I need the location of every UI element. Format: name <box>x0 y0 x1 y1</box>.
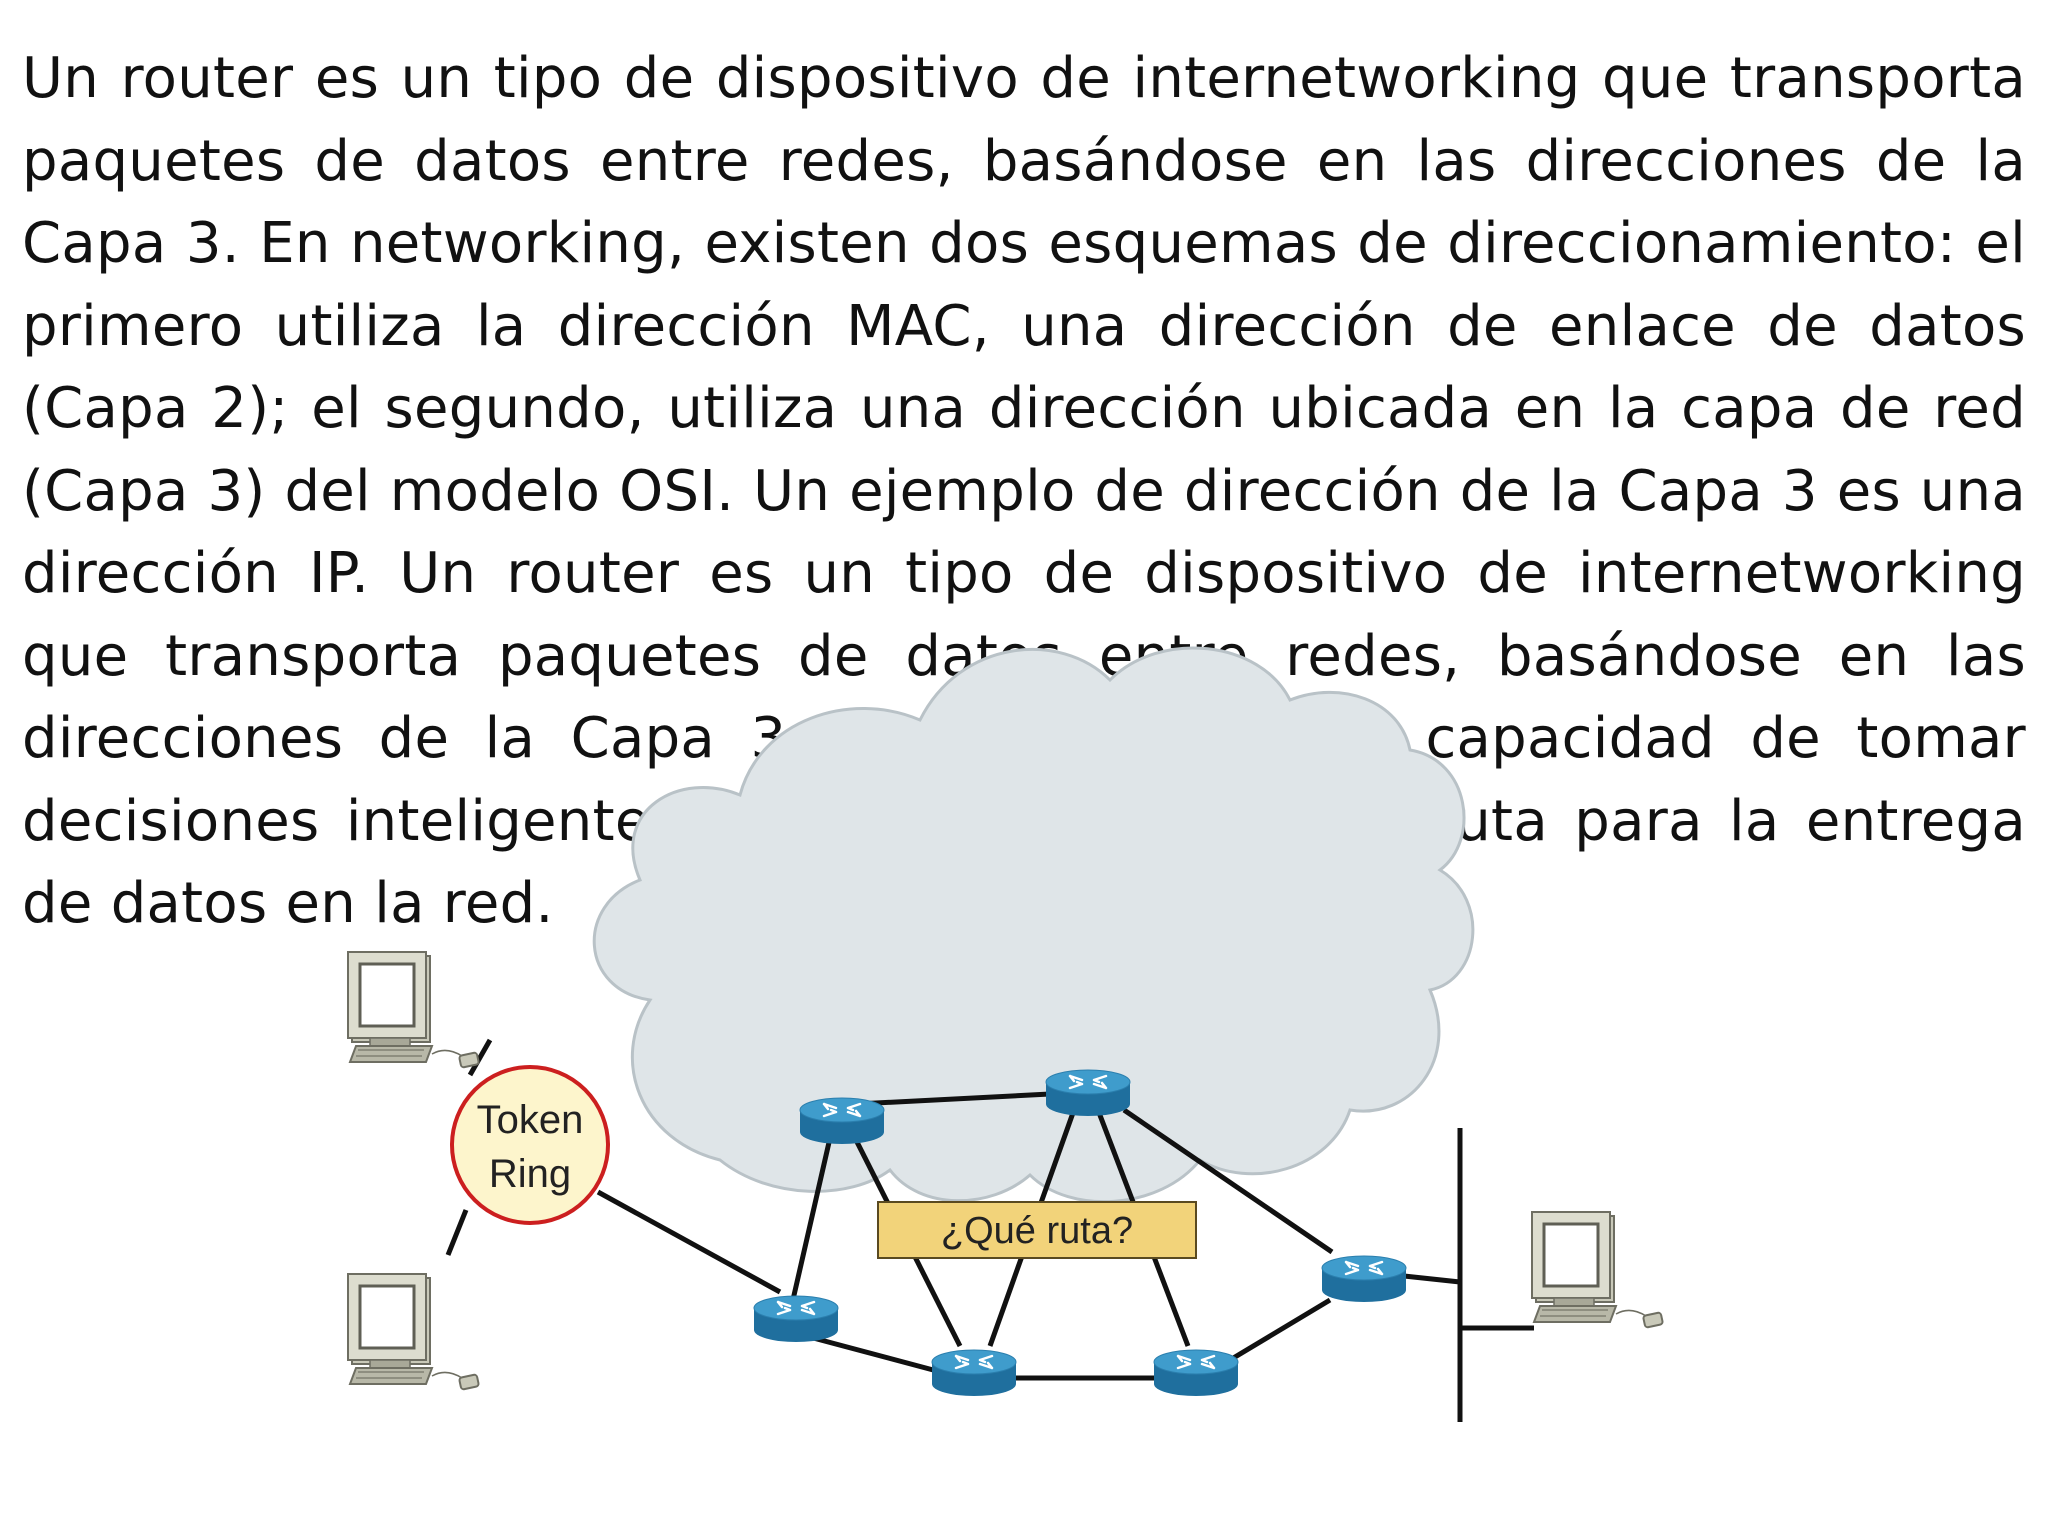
token-ring: Token Ring <box>450 1065 610 1225</box>
computer-icon <box>346 950 481 1070</box>
token-ring-label-line2: Ring <box>489 1152 571 1196</box>
router-icon <box>1044 1068 1132 1118</box>
network-links <box>445 1038 1534 1381</box>
route-question-label: ¿Qué ruta? <box>877 1201 1197 1259</box>
router-icon <box>798 1096 886 1146</box>
router-icon <box>930 1348 1018 1398</box>
route-question-text: ¿Qué ruta? <box>941 1210 1133 1252</box>
router-icon <box>1152 1348 1240 1398</box>
router-icon <box>1320 1254 1408 1304</box>
computer-icon <box>1530 1210 1665 1330</box>
network-cloud <box>592 646 1475 1204</box>
router-icon <box>752 1294 840 1344</box>
token-ring-label-line1: Token <box>477 1098 584 1142</box>
computer-icon <box>346 1272 481 1392</box>
